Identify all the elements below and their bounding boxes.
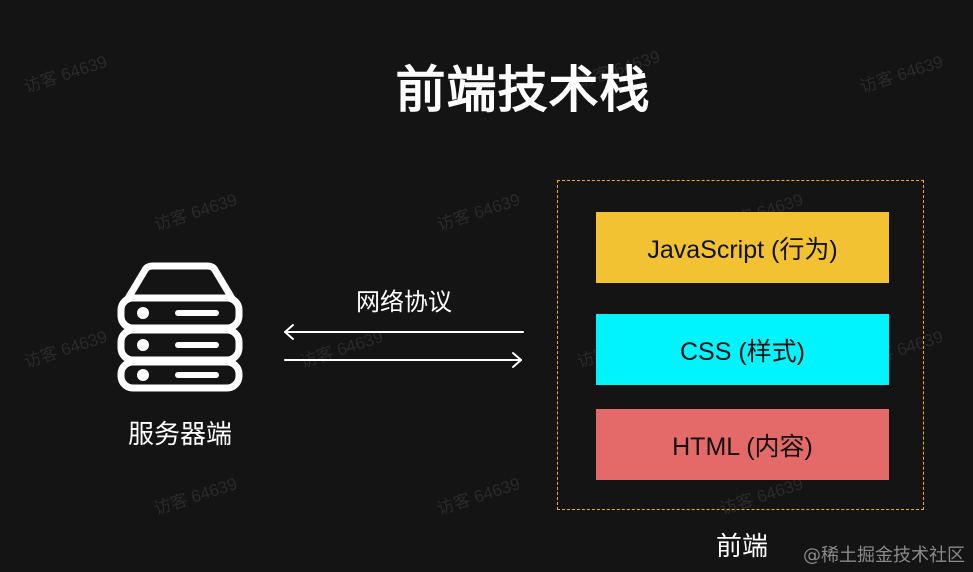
html-layer: HTML (内容) — [596, 409, 889, 480]
diagram-title: 前端技术栈 — [395, 61, 651, 119]
css-layer: CSS (样式) — [596, 314, 889, 385]
server-rack-icon — [117, 262, 243, 392]
frontend-container — [557, 180, 924, 510]
watermark: 访客 64639 — [434, 474, 523, 519]
protocol-label: 网络协议 — [356, 288, 452, 316]
arrow-left-icon — [284, 324, 524, 340]
watermark: 访客 64639 — [151, 190, 240, 235]
arrow-right-icon — [284, 352, 522, 368]
source-credit: @稀土掘金技术社区 — [803, 545, 965, 566]
javascript-layer: JavaScript (行为) — [596, 212, 889, 283]
watermark: 访客 64639 — [151, 474, 240, 519]
server-label: 服务器端 — [127, 420, 232, 450]
watermark: 访客 64639 — [21, 327, 110, 372]
bidirectional-arrows — [284, 324, 524, 368]
watermark: 访客 64639 — [434, 190, 523, 235]
frontend-label: 前端 — [715, 532, 768, 562]
